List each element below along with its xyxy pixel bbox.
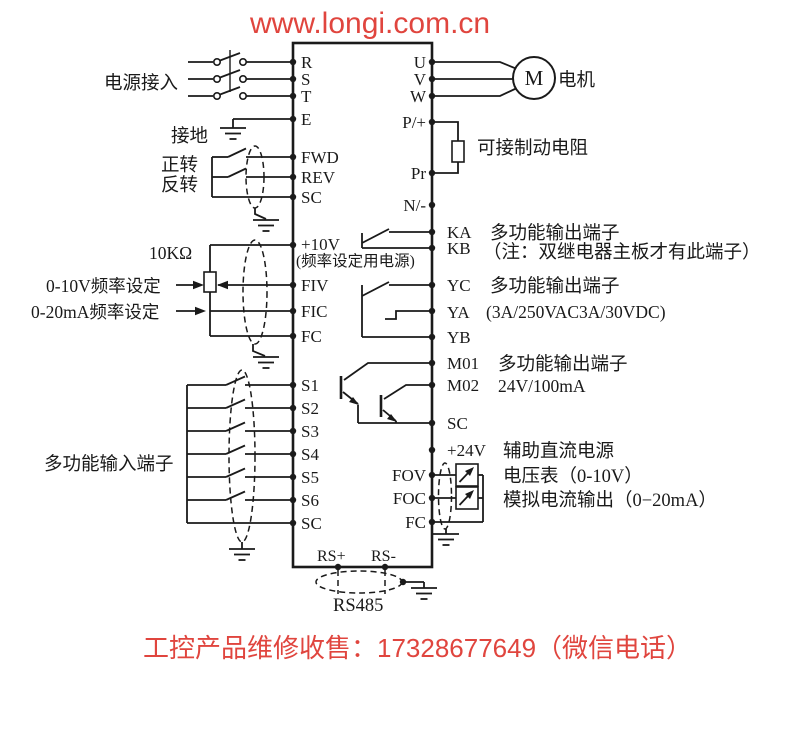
- brake-resistor-circuit: [432, 121, 465, 174]
- terminal-fiv: FIV: [301, 276, 329, 295]
- ground-symbol-analog-out-shield: [433, 529, 459, 546]
- terminal-dots: [289, 58, 436, 571]
- relay-contact-yc-ya-yb: [361, 281, 430, 338]
- terminal-e: E: [301, 110, 311, 129]
- terminal-v: V: [414, 70, 427, 89]
- terminal-rs-minus: RS-: [371, 548, 396, 565]
- terminal-sc-ctrl: SC: [301, 188, 322, 207]
- voltmeter-label: 电压表（0-10V）: [503, 466, 643, 487]
- wiper-arrow: [217, 280, 228, 290]
- m01-note-1: 多功能输出端子: [498, 354, 628, 375]
- multi-input-label: 多功能输入端子: [44, 454, 174, 475]
- freq-set-0-20ma-label: 0-20mA频率设定: [31, 302, 159, 322]
- motor-label: 电机: [558, 70, 596, 91]
- freq-power-note: (频率设定用电源): [296, 252, 415, 270]
- potentiometer: [203, 271, 217, 293]
- power-input-label: 电源接入: [104, 73, 178, 94]
- terminal-sc-right: SC: [447, 414, 468, 433]
- terminal-fc-right: FC: [405, 513, 426, 532]
- terminal-24v: +24V: [447, 441, 487, 460]
- terminal-r: R: [301, 53, 313, 72]
- shield-cable-digital: [228, 369, 256, 543]
- terminal-ka: KA: [447, 223, 472, 242]
- terminal-yc: YC: [447, 276, 471, 295]
- terminal-s: S: [301, 70, 310, 89]
- motor-wiring: [432, 56, 556, 100]
- terminal-foc: FOC: [393, 489, 426, 508]
- freq-set-0-10v-label: 0-10V频率设定: [46, 276, 161, 296]
- motor-letter: M: [525, 66, 544, 90]
- terminal-t: T: [301, 87, 312, 106]
- rs485-circuit: [315, 570, 437, 600]
- yc-note-1: 多功能输出端子: [490, 276, 620, 297]
- terminal-n-minus: N/-: [403, 196, 426, 215]
- aux-dc-power-label: 辅助直流电源: [503, 441, 614, 462]
- relay-contact-ka-kb: [361, 228, 430, 249]
- terminal-s1: S1: [301, 376, 319, 395]
- terminal-s5: S5: [301, 468, 319, 487]
- analog-output-meters: [430, 463, 484, 523]
- ground-symbol-fwd-shield: [253, 208, 279, 232]
- service-contact-text: 工控产品维修收售：17328677649（微信电话）: [143, 633, 692, 663]
- terminal-rev: REV: [301, 168, 336, 187]
- terminal-fic: FIC: [301, 302, 327, 321]
- terminal-kb: KB: [447, 239, 471, 258]
- ka-note-1: 多功能输出端子: [490, 223, 620, 244]
- terminal-s2: S2: [301, 399, 319, 418]
- website-url: www.longi.com.cn: [249, 7, 490, 40]
- terminal-rs-plus: RS+: [317, 548, 346, 565]
- input-arrow-0-20ma: [195, 306, 206, 316]
- pot-value-label: 10KΩ: [149, 243, 192, 263]
- right-outside-terminal-labels: KA KB YC YA YB M01 M02 SC +24V: [447, 223, 487, 460]
- reverse-label: 反转: [161, 175, 198, 196]
- terminal-s3: S3: [301, 422, 319, 441]
- terminal-fc-left: FC: [301, 327, 322, 346]
- rs485-label: RS485: [333, 596, 383, 616]
- digital-input-switches: [186, 375, 293, 524]
- terminal-fwd: FWD: [301, 148, 339, 167]
- ka-note-2: （注：双继电器主板才有此端子）: [483, 242, 761, 263]
- shield-cable-rs485: [315, 570, 403, 594]
- open-collector-outputs: [339, 362, 430, 424]
- terminal-m01: M01: [447, 354, 479, 373]
- inverter-box: [291, 41, 434, 569]
- terminal-m02: M02: [447, 376, 479, 395]
- terminal-fov: FOV: [392, 466, 427, 485]
- terminal-s4: S4: [301, 445, 319, 464]
- ground-symbol-e: [220, 118, 293, 140]
- terminal-s6: S6: [301, 491, 319, 510]
- yc-note-2: (3A/250VAC3A/30VDC): [486, 302, 666, 322]
- terminal-10v: +10V: [301, 235, 341, 254]
- ground-symbol-digital-shield: [229, 542, 255, 561]
- shield-cable-analog-out: [437, 462, 453, 530]
- m01-note-2: 24V/100mA: [498, 376, 586, 396]
- forward-label: 正转: [161, 155, 198, 176]
- terminal-pr: Pr: [411, 164, 426, 183]
- brake-resistor: [451, 140, 465, 163]
- right-inside-terminal-labels: U V W P/+ Pr N/- FOV FOC FC: [392, 53, 427, 532]
- ground-label: 接地: [171, 126, 208, 147]
- motor-circle: [512, 56, 556, 100]
- right-annotations: 多功能输出端子 （注：双继电器主板才有此端子） 多功能输出端子 (3A/250V…: [483, 223, 761, 511]
- ground-symbol-analog-shield: [252, 344, 279, 369]
- terminal-w: W: [410, 87, 427, 106]
- terminal-sc-digital: SC: [301, 514, 322, 533]
- left-terminal-labels: R S T E FWD REV SC +10V (频率设定用电源) FIV FI…: [296, 53, 415, 533]
- terminal-u: U: [414, 53, 426, 72]
- terminal-p-plus: P/+: [402, 113, 426, 132]
- power-input-switches: [188, 50, 293, 101]
- terminal-ya: YA: [447, 303, 470, 322]
- terminal-yb: YB: [447, 328, 471, 347]
- input-arrow-0-10v: [193, 280, 204, 290]
- fwd-rev-switches: [211, 147, 293, 198]
- brake-resistor-label: 可接制动电阻: [477, 138, 588, 159]
- potentiometer-circuit: [176, 244, 293, 337]
- analog-current-out-label: 模拟电流输出（0−20mA）: [503, 490, 717, 511]
- shield-cable-analog: [242, 239, 268, 345]
